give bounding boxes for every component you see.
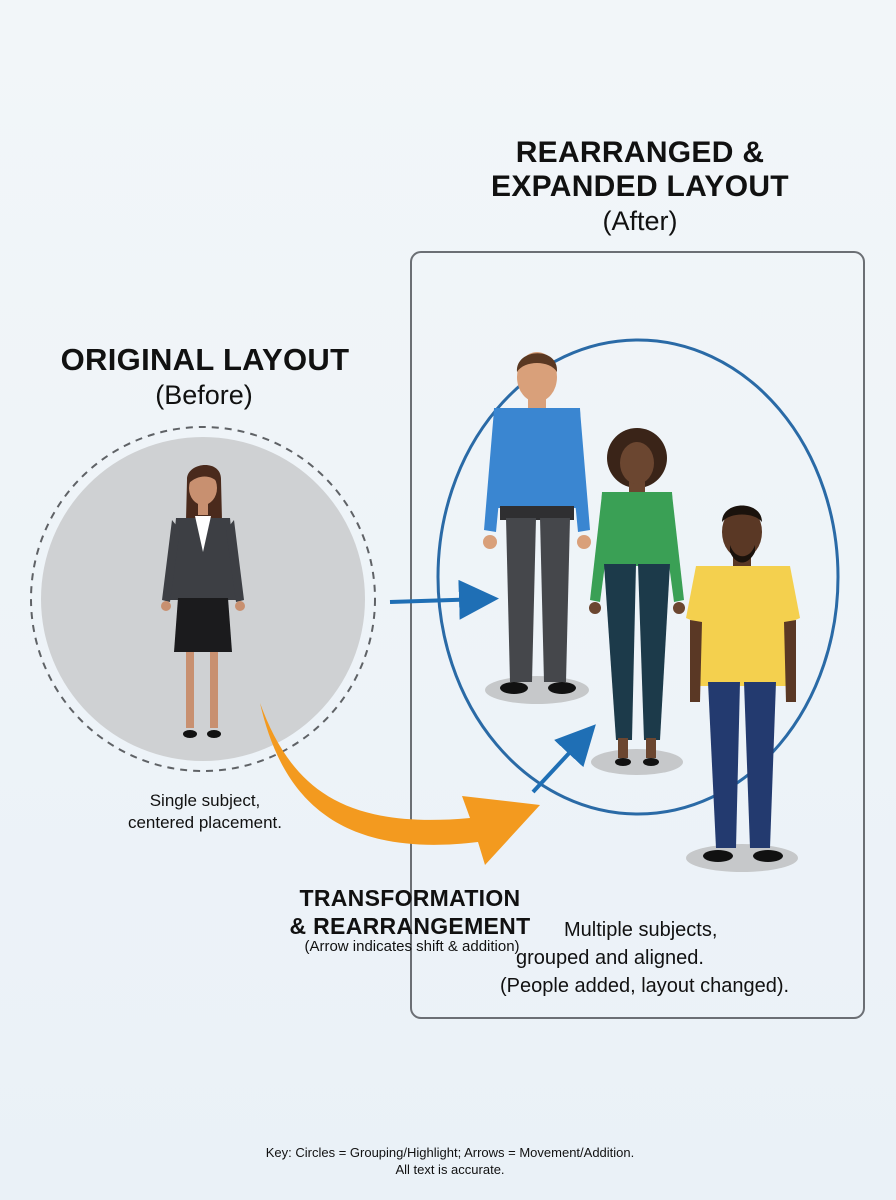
- key-line1: Key: Circles = Grouping/Highlight; Arrow…: [265, 1145, 635, 1160]
- transformation-line2: & REARRANGEMENT: [289, 913, 531, 939]
- after-title-line1: REARRANGED &: [515, 136, 765, 169]
- before-caption-line1: Single subject,: [149, 791, 261, 810]
- after-title-line2: EXPANDED LAYOUT: [491, 170, 789, 203]
- before-subtitle: (Before): [155, 380, 253, 410]
- after-caption-line2: grouped and aligned.: [516, 947, 704, 969]
- blue-arrow-diagonal: [531, 724, 596, 794]
- key-legend: Key: Circles = Grouping/Highlight; Arrow…: [150, 1144, 750, 1178]
- transformation-label: TRANSFORMATION & REARRANGEMENT: [270, 884, 550, 940]
- after-subtitle: (After): [602, 206, 678, 236]
- transformation-line1: TRANSFORMATION: [299, 885, 521, 911]
- before-caption-line2: centered placement.: [127, 813, 283, 832]
- group-circle: [436, 338, 840, 816]
- after-caption-line1: Multiple subjects,: [564, 919, 718, 941]
- orange-transformation-arrow: [260, 703, 540, 865]
- woman-green-shirt-figure: [589, 428, 685, 775]
- transformation-note: (Arrow indicates shift & addition): [304, 938, 520, 955]
- man-yellow-shirt-figure: [686, 505, 800, 872]
- key-line2: All text is accurate.: [395, 1162, 505, 1177]
- after-title: REARRANGED & EXPANDED LAYOUT: [470, 136, 810, 204]
- after-caption: Multiple subjects, grouped and aligned. …: [498, 916, 828, 1000]
- before-title: ORIGINAL LAYOUT: [60, 342, 350, 377]
- after-layout-box: [410, 251, 865, 1019]
- after-caption-line3: (People added, layout changed).: [500, 975, 790, 997]
- before-caption: Single subject, centered placement.: [110, 790, 300, 834]
- blue-arrow-right: [389, 579, 499, 620]
- man-blue-shirt-figure: [483, 352, 591, 704]
- woman-in-suit-figure: [161, 464, 245, 738]
